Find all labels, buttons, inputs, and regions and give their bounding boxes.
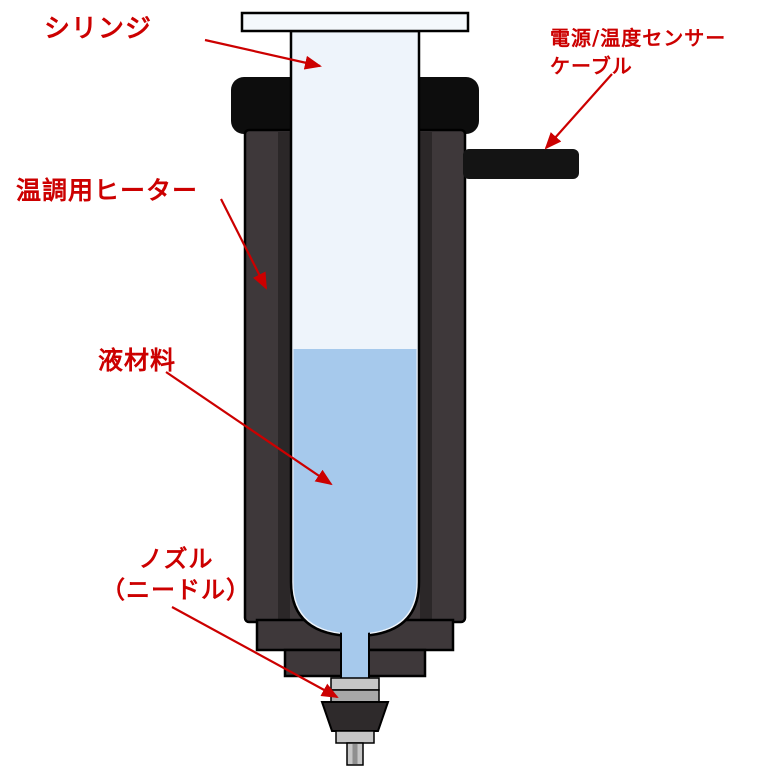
syringe-tip-tube [340, 627, 370, 681]
cable-label: 電源/温度センサー ケーブル [550, 24, 726, 80]
liquid-label: 液材料 [98, 346, 177, 375]
cable-arrow [544, 73, 613, 150]
cable-label-line2: ケーブル [550, 54, 633, 78]
heater-arrow [220, 198, 267, 290]
heater-inner-shadow-right [420, 132, 432, 620]
nozzle-label-line2: （ニードル） [101, 576, 251, 604]
needle-bore [352, 744, 358, 764]
nozzle-collar [335, 730, 375, 744]
nozzle-fitting-upper [330, 677, 380, 691]
syringe-label: シリンジ [44, 14, 153, 44]
heater-label: 温調用ヒーター [16, 176, 199, 205]
nozzle-fitting-lower [330, 689, 380, 703]
liquid-material [293, 349, 417, 634]
syringe-arrow [204, 38, 322, 70]
nozzle-label-line1: ノズル [138, 545, 214, 573]
nozzle-label: ノズル （ニードル） [96, 544, 256, 606]
nozzle-arrow [171, 606, 339, 698]
power-sensor-cable [463, 149, 579, 179]
heater-inner-shadow-left [278, 132, 290, 620]
cable-label-line1: 電源/温度センサー [550, 26, 727, 50]
syringe-flange [240, 11, 470, 33]
nozzle-nut [320, 701, 390, 732]
liquid-arrow [165, 371, 333, 486]
